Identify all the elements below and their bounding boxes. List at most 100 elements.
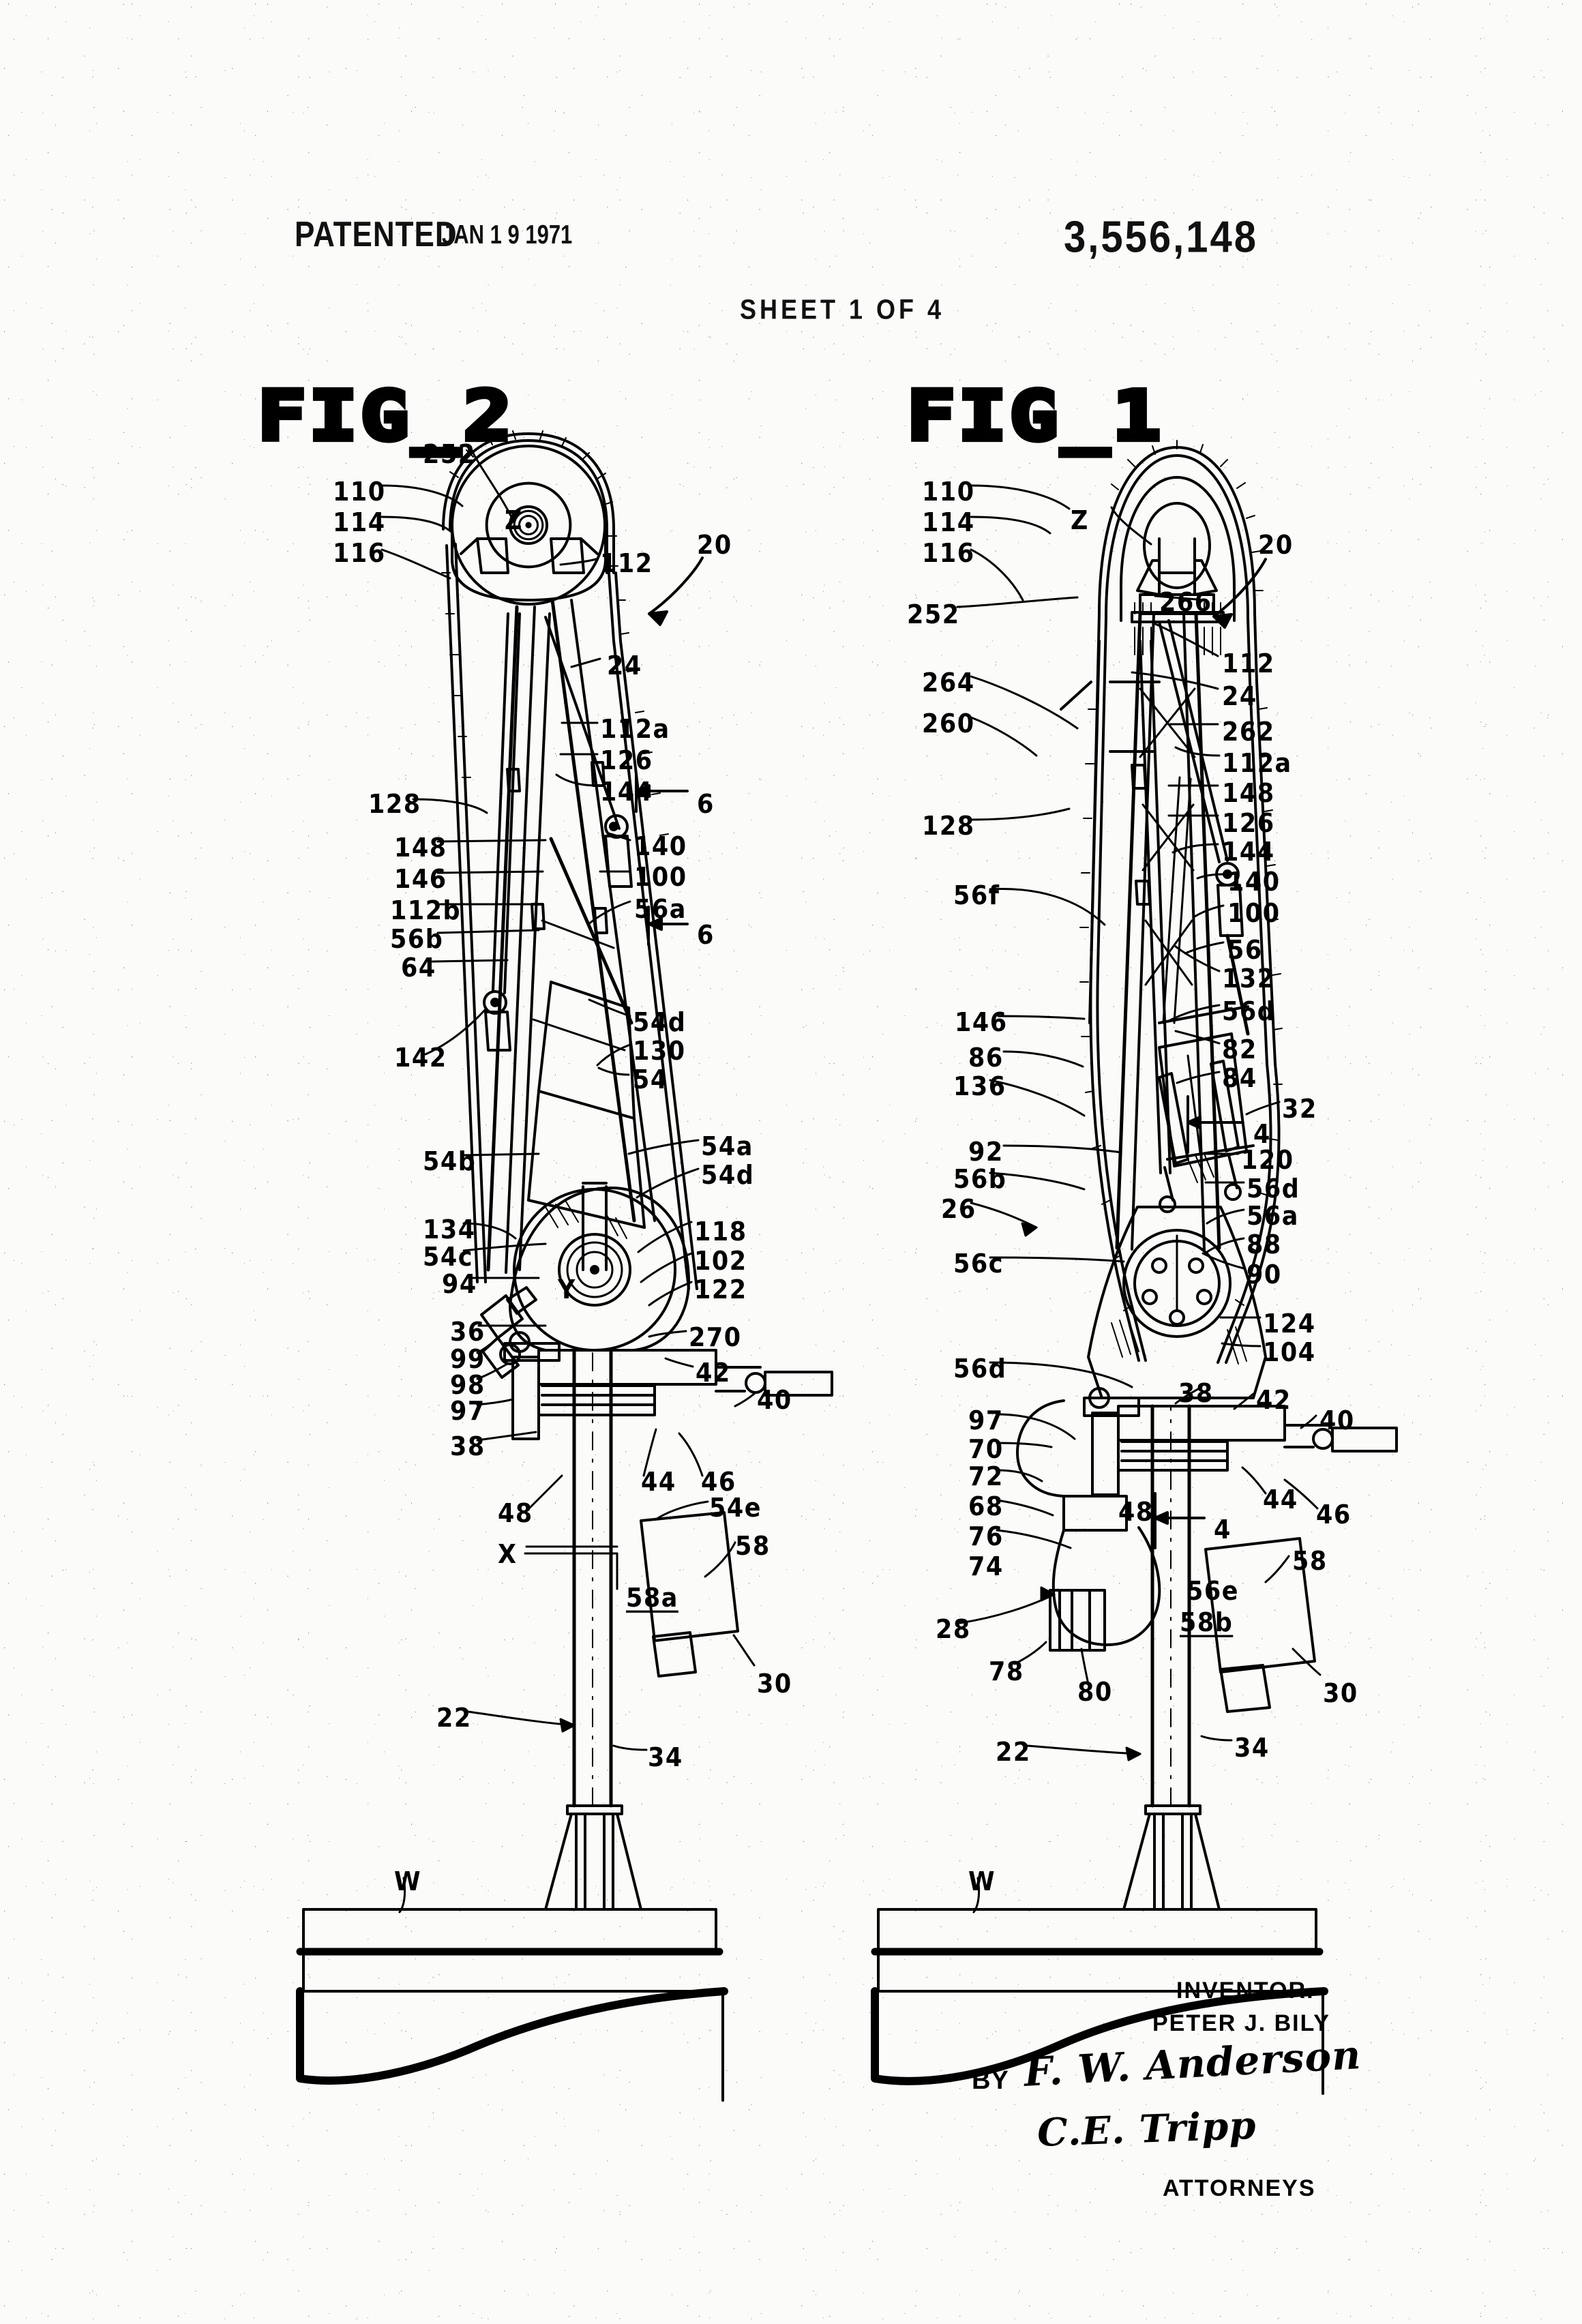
fig1-ref-120: 120: [1241, 1146, 1294, 1176]
fig1-ref-74: 74: [968, 1552, 1004, 1582]
fig1-ref-260: 260: [922, 709, 975, 739]
fig1-ref-144: 144: [1222, 837, 1275, 867]
fig1-ref-56f: 56f: [953, 881, 1000, 911]
fig1-ref-32: 32: [1282, 1094, 1317, 1124]
fig1-ref-97: 97: [968, 1406, 1004, 1436]
fig2-ref-142: 142: [394, 1043, 447, 1073]
fig2-ref-126: 126: [600, 746, 653, 776]
fig1-ref-112: 112: [1222, 649, 1275, 679]
fig2-barge: [300, 1909, 724, 2100]
inventor-label: INVENTOR.: [1176, 1978, 1315, 2003]
fig1-ref-116: 116: [922, 539, 975, 569]
fig2-column: [574, 1350, 611, 1806]
fig2-ref-134: 134: [423, 1215, 476, 1245]
fig2-section-line-x: [525, 1553, 617, 1589]
fig1-ref-84: 84: [1222, 1064, 1257, 1094]
fig2-ref-54: 54: [633, 1065, 668, 1095]
fig2-base-cone: [546, 1806, 641, 1909]
fig1-ref-86: 86: [968, 1043, 1004, 1073]
fig1-ref-56: 56: [1227, 936, 1263, 966]
fig1-ref-48: 48: [1118, 1498, 1154, 1528]
fig2-ref-94: 94: [442, 1270, 477, 1300]
fig2-ref-20: 20: [697, 531, 732, 561]
fig2-ref-54b: 54b: [423, 1147, 477, 1177]
fig1-ref-58: 58: [1292, 1547, 1328, 1577]
fig2-ref-114: 114: [333, 508, 386, 538]
fig1-ref-80: 80: [1077, 1678, 1113, 1708]
fig2-ref-118: 118: [694, 1217, 747, 1247]
fig1-ref-26: 26: [941, 1195, 976, 1225]
fig2-artwork: [300, 431, 832, 2100]
fig2-ref-140: 140: [634, 832, 687, 862]
fig2-ref-54e: 54e: [709, 1493, 762, 1523]
fig2-ref-24: 24: [607, 651, 642, 681]
fig1-ref-88: 88: [1247, 1230, 1282, 1260]
fig1-ref-42: 42: [1256, 1386, 1292, 1416]
fig2-ref-58: 58: [735, 1532, 771, 1562]
fig2-ref-252: 252: [423, 440, 476, 470]
fig1-ref-114: 114: [922, 508, 975, 538]
fig1-ref-56a: 56a: [1247, 1202, 1299, 1232]
fig2-ref-112: 112: [600, 549, 653, 579]
fig2-ref-112b: 112b: [390, 896, 462, 926]
fig2-ref-58a: 58a: [626, 1583, 678, 1613]
fig1-ref-28: 28: [936, 1615, 971, 1645]
fig1-ref-264: 264: [922, 668, 975, 698]
fig1-ref-262: 262: [1222, 717, 1275, 747]
patent-number: 3,556,148: [1064, 212, 1259, 262]
inventor-name: PETER J. BILY: [1152, 2010, 1330, 2036]
fig1-ref-72: 72: [968, 1462, 1004, 1492]
fig1-ref-24: 24: [1222, 682, 1257, 712]
fig2-ref-97: 97: [450, 1397, 486, 1427]
fig1-ref-22: 22: [996, 1738, 1031, 1768]
fig1-ref-266: 266: [1159, 588, 1212, 618]
fig1-ref-132: 132: [1222, 964, 1275, 994]
fig1-lower-sheave-body: [1088, 1207, 1266, 1398]
fig1-ref-38: 38: [1178, 1379, 1214, 1409]
fig2-ref-102: 102: [694, 1247, 747, 1277]
fig2-ref-40: 40: [757, 1386, 792, 1416]
fig2-ref-110: 110: [333, 477, 386, 507]
patented-label: PATENTED: [295, 215, 458, 254]
fig1-ref-58b: 58b: [1180, 1608, 1234, 1638]
fig2-ref-54a: 54a: [701, 1132, 753, 1162]
fig2-ref-116: 116: [333, 539, 386, 569]
fig1-ref-76: 76: [968, 1522, 1004, 1552]
fig1-ref-104: 104: [1263, 1338, 1316, 1368]
fig2-ref-112a: 112a: [600, 715, 670, 745]
attorney-signature-tripp: C.E. Tripp: [1036, 2102, 1257, 2156]
fig2-ref-130: 130: [633, 1037, 686, 1067]
fig1-ref-68: 68: [968, 1492, 1004, 1522]
fig2-ref-30: 30: [757, 1669, 792, 1699]
fig1-arrow-20: [1214, 559, 1266, 627]
fig1-tubes: [1061, 641, 1159, 1023]
fig1-ref-110: 110: [922, 477, 975, 507]
fig1-ref-56d: 56d: [1247, 1174, 1300, 1204]
fig1-ref-W: W: [968, 1867, 996, 1897]
fig2-ref-54c: 54c: [423, 1242, 473, 1272]
fig2-ref-48: 48: [498, 1499, 533, 1529]
fig1-base-cone: [1124, 1806, 1219, 1909]
fig1-ref-78: 78: [989, 1657, 1024, 1687]
fig2-ref-54d: 54d: [633, 1008, 687, 1038]
fig2-ref-128: 128: [368, 790, 421, 820]
fig1-ref-46: 46: [1316, 1500, 1352, 1530]
fig2-ref-6: 6: [697, 921, 715, 951]
attorney-signature-anderson: F. W. Anderson: [1023, 2031, 1362, 2096]
fig2-ref-Z: Z: [505, 506, 523, 536]
fig2-lower-sheave: [510, 1183, 689, 1352]
fig1-ref-112a: 112a: [1222, 749, 1292, 779]
fig2-ref-56a: 56a: [634, 895, 687, 925]
fig1-ref-56b: 56b: [953, 1165, 1007, 1195]
patent-date: JAN 1 9 1971: [442, 220, 573, 250]
fig1-ref-44: 44: [1263, 1485, 1298, 1515]
fig1-ref-92: 92: [968, 1137, 1004, 1167]
fig2-ref-100: 100: [634, 863, 687, 893]
fig2-ref-148: 148: [394, 833, 447, 863]
fig2-ref-6: 6: [697, 790, 715, 820]
fig1-turntable: [1084, 1388, 1397, 1495]
fig2-ref-38: 38: [450, 1432, 486, 1462]
